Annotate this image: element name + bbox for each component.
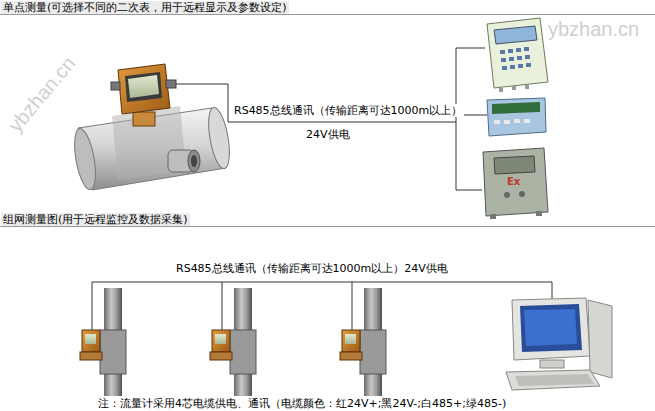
note: 注：流量计采用4芯电缆供电、通讯（电缆颜色：红24V+;黑24V-;白485+;… <box>98 397 506 410</box>
ex-mark: Ex <box>507 176 520 187</box>
bus-label: RS485总线通讯（传输距离可达1000m以上）24V供电 <box>176 262 448 275</box>
watermark: ybzhan.cn <box>4 52 79 136</box>
pipe-flowmeters <box>80 288 386 396</box>
watermark: ybzhan.cn <box>548 18 639 40</box>
section-heading: 单点测量(可选择不同的二次表，用于远程显示及参数设定) <box>1 1 289 14</box>
wall-instrument <box>487 18 548 92</box>
power-label: 24V供电 <box>304 128 352 141</box>
computer <box>506 298 612 390</box>
section-heading: 组网测量图(用于远程监控及数据采集) <box>1 213 190 226</box>
explosion-proof-instrument <box>483 148 548 219</box>
panel-instrument <box>487 98 546 136</box>
pipe-flowmeter <box>71 64 233 191</box>
bus-label: RS485总线通讯（传输距离可达1000m以上） <box>232 104 464 117</box>
